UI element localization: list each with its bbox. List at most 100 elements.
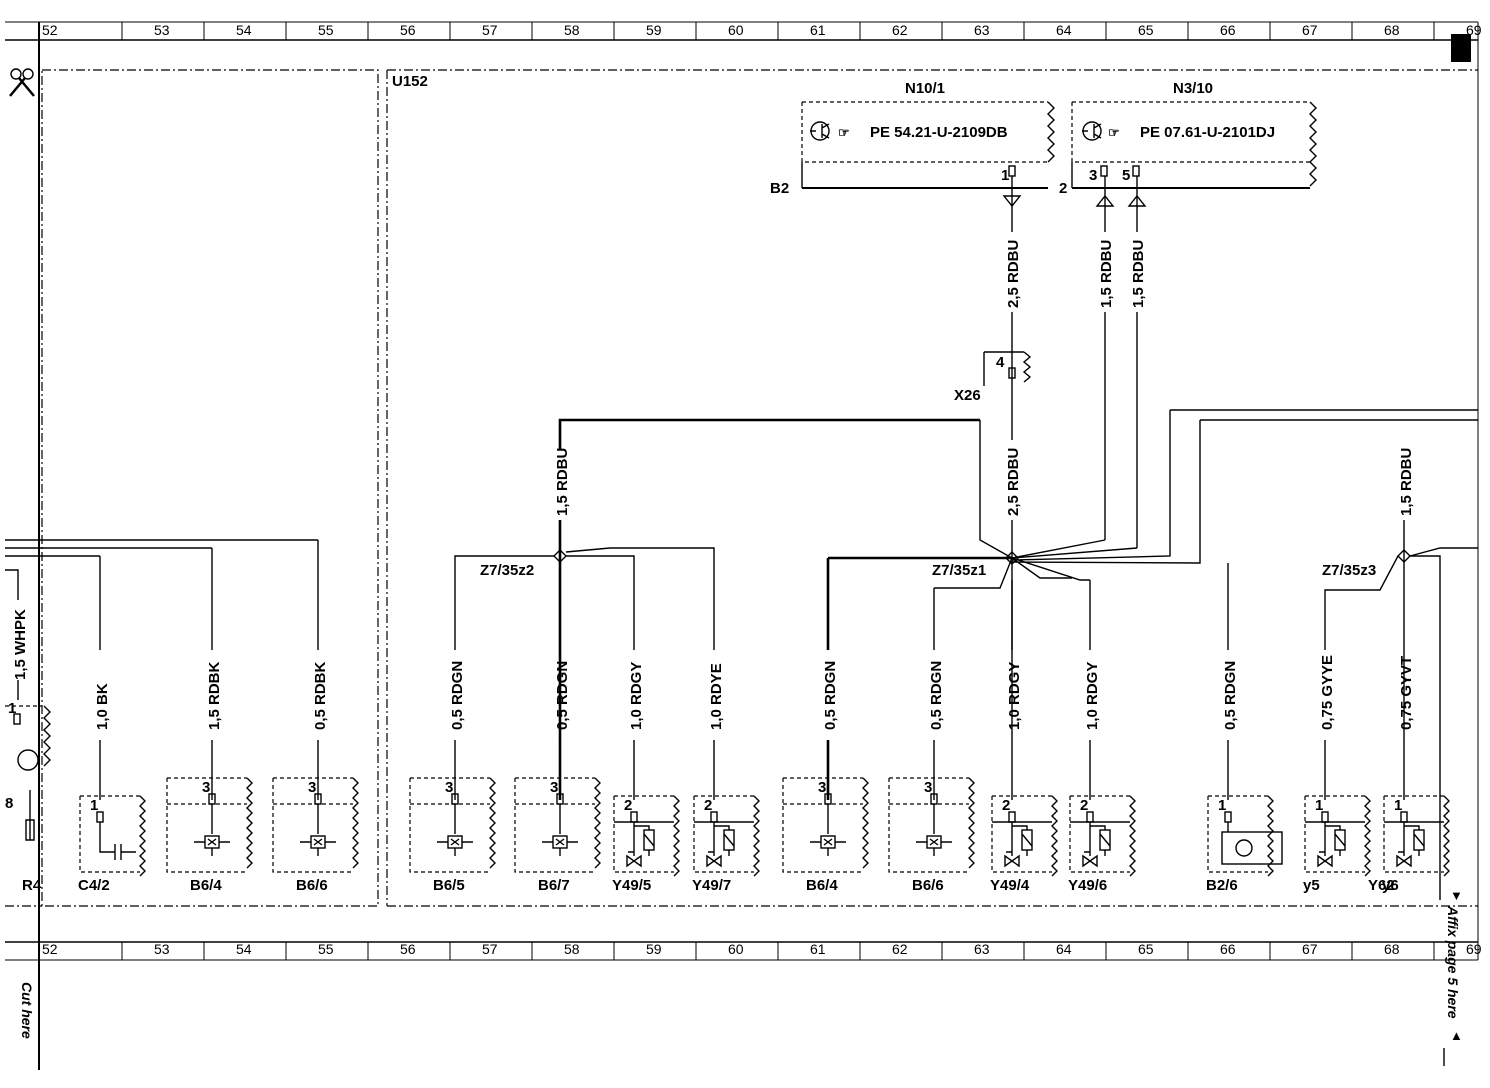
wire-label: 0,5 RDGN bbox=[928, 661, 945, 730]
grid-column-label: 68 bbox=[1384, 22, 1400, 38]
svg-text:2: 2 bbox=[1002, 797, 1010, 814]
grid-column-label: 61 bbox=[810, 941, 826, 957]
y62-label: Y62 bbox=[1368, 877, 1395, 894]
grid-column-label: 53 bbox=[154, 941, 170, 957]
component-b6-7: 0,5 RDGN 3B6/7 bbox=[514, 661, 601, 894]
control-unit-n3: N3/10 ☞ PE 07.61-U-2101DJ 2 3 5 bbox=[1059, 80, 1317, 207]
component-label: y6 bbox=[1382, 877, 1399, 894]
svg-text:3: 3 bbox=[1089, 167, 1097, 184]
wire-label: 1,0 RDGY bbox=[628, 662, 645, 730]
wire-label: 0,5 RDGN bbox=[1222, 661, 1239, 730]
n10-ref: PE 54.21-U-2109DB bbox=[870, 124, 1008, 141]
grid-column-label: 64 bbox=[1056, 22, 1072, 38]
grid-column-label: 59 bbox=[646, 941, 662, 957]
svg-text:1: 1 bbox=[1315, 797, 1323, 814]
grid-column-label: 67 bbox=[1302, 22, 1318, 38]
arrow-up-icon: ▲ bbox=[1450, 1028, 1463, 1043]
component-label: Y49/6 bbox=[1068, 877, 1107, 894]
grid-column-label: 62 bbox=[892, 941, 908, 957]
hand-icon: ☞ bbox=[838, 125, 850, 140]
svg-text:3: 3 bbox=[550, 779, 558, 796]
grid-column-label: 57 bbox=[482, 22, 498, 38]
svg-text:1: 1 bbox=[1218, 797, 1226, 814]
wire-label: 0,5 RDGN bbox=[449, 661, 466, 730]
wire-label: 1,5 RDBK bbox=[206, 661, 223, 730]
component-label: Y49/4 bbox=[990, 877, 1030, 894]
grid-column-label: 56 bbox=[400, 941, 416, 957]
wire-label: 0,5 RDGN bbox=[822, 661, 839, 730]
grid-column-label: 63 bbox=[974, 941, 990, 957]
svg-text:2: 2 bbox=[1080, 797, 1088, 814]
left-module-boundary bbox=[41, 69, 379, 907]
grid-column-label: 57 bbox=[482, 941, 498, 957]
svg-text:5: 5 bbox=[1122, 167, 1130, 184]
grid-column-label: 65 bbox=[1138, 22, 1154, 38]
module-label: U152 bbox=[392, 73, 428, 90]
grid-column-label: 52 bbox=[42, 22, 58, 38]
wire-label: 2,5 RDBU bbox=[1005, 448, 1022, 516]
grid-column-label: 58 bbox=[564, 22, 580, 38]
wire-label: 0,75 GYVT bbox=[1398, 656, 1415, 730]
grid-column-label: 66 bbox=[1220, 941, 1236, 957]
svg-text:3: 3 bbox=[445, 779, 453, 796]
component-label: B6/5 bbox=[433, 877, 465, 894]
wire-label: 1,0 RDGY bbox=[1084, 662, 1101, 730]
wire-label: 0,75 GYYE bbox=[1319, 655, 1336, 730]
grid-column-label: 68 bbox=[1384, 941, 1400, 957]
wire-label: 1,0 BK bbox=[94, 683, 111, 730]
svg-text:3: 3 bbox=[818, 779, 826, 796]
grid-column-label: 63 bbox=[974, 22, 990, 38]
svg-text:2: 2 bbox=[624, 797, 632, 814]
wire-label: 1,5 RDBU bbox=[554, 448, 571, 516]
svg-text:3: 3 bbox=[924, 779, 932, 796]
wire-label: 1,5 RDBU bbox=[1398, 448, 1415, 516]
n3-ground-label: 2 bbox=[1059, 180, 1067, 197]
grid-column-label: 56 bbox=[400, 22, 416, 38]
wire-label: 1,0 RDYE bbox=[708, 663, 725, 730]
svg-text:4: 4 bbox=[996, 354, 1005, 371]
grid-column-label: 64 bbox=[1056, 941, 1072, 957]
n10-label: N10/1 bbox=[905, 80, 945, 97]
grid-column-label: 54 bbox=[236, 22, 252, 38]
n3-ref: PE 07.61-U-2101DJ bbox=[1140, 124, 1275, 141]
grid-column-label: 52 bbox=[42, 941, 58, 957]
wire-label: 1,5 RDBU bbox=[1130, 240, 1147, 308]
component-b6-5: 0,5 RDGN 3B6/5 bbox=[409, 661, 496, 894]
wire-label: 1,5 WHPK bbox=[12, 609, 29, 680]
component-label: B6/4 bbox=[190, 877, 222, 894]
component-label: B6/7 bbox=[538, 877, 570, 894]
r4-component: 1 8 R4 bbox=[5, 680, 51, 894]
grid-column-label: 58 bbox=[564, 941, 580, 957]
svg-text:3: 3 bbox=[308, 779, 316, 796]
cut-here-text: Cut here bbox=[19, 982, 35, 1039]
arrow-down-icon: ▼ bbox=[1450, 888, 1463, 903]
x26-label: X26 bbox=[954, 387, 981, 404]
component-label: B2/6 bbox=[1206, 877, 1238, 894]
page-marker bbox=[1451, 34, 1471, 62]
grid-column-label: 59 bbox=[646, 22, 662, 38]
grid-column-label: 60 bbox=[728, 22, 744, 38]
svg-text:1: 1 bbox=[90, 797, 98, 814]
splice-z3-label: Z7/35z3 bbox=[1322, 562, 1376, 579]
svg-text:1: 1 bbox=[8, 700, 16, 717]
grid-column-label: 54 bbox=[236, 941, 252, 957]
component-label: B6/6 bbox=[296, 877, 328, 894]
splice-z1-label: Z7/35z1 bbox=[932, 562, 986, 579]
svg-text:8: 8 bbox=[5, 795, 13, 812]
component-label: C4/2 bbox=[78, 877, 110, 894]
component-label: Y49/5 bbox=[612, 877, 651, 894]
component-b6-4: 0,5 RDGN 3B6/4 bbox=[782, 661, 869, 894]
wire-label: 1,0 RDGY bbox=[1006, 662, 1023, 730]
wire-label: 0,5 RDGN bbox=[554, 661, 571, 730]
component-label: B6/4 bbox=[806, 877, 838, 894]
